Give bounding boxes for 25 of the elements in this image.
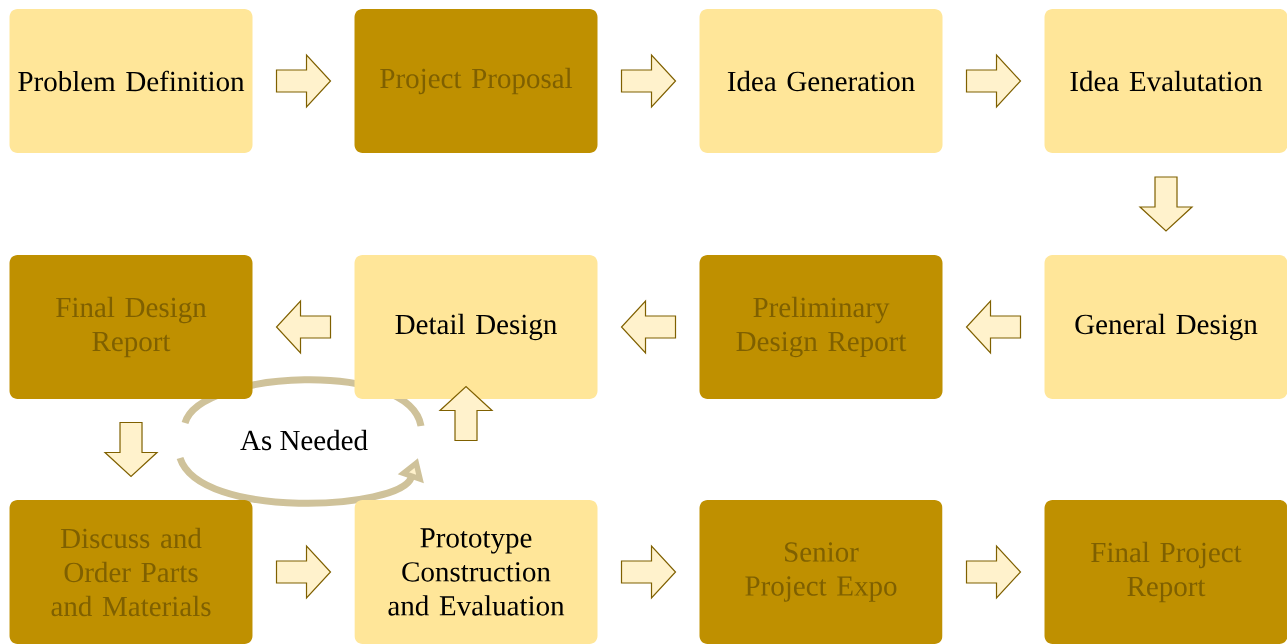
block-arrow xyxy=(275,299,332,355)
block-arrow xyxy=(620,299,677,355)
process-box: Idea Evalutation xyxy=(1044,9,1287,153)
block-arrow xyxy=(438,385,494,442)
process-box: Project Proposal xyxy=(354,9,598,153)
process-box: Senior Project Expo xyxy=(699,500,943,644)
process-box: Detail Design xyxy=(354,255,598,399)
process-box: Final Project Report xyxy=(1044,500,1287,644)
block-arrow xyxy=(275,53,332,109)
process-box: Problem Definition xyxy=(9,9,253,153)
block-arrow xyxy=(1138,176,1194,232)
block-arrow xyxy=(620,544,677,600)
block-arrow xyxy=(965,299,1022,355)
process-box: Preliminary Design Report xyxy=(699,255,943,399)
block-arrow xyxy=(275,544,332,600)
block-arrow xyxy=(103,421,159,478)
process-box: Discuss and Order Parts and Materials xyxy=(9,500,253,644)
block-arrow xyxy=(620,53,677,109)
process-box: Final Design Report xyxy=(9,255,253,399)
block-arrow xyxy=(965,544,1022,600)
process-box: Idea Generation xyxy=(699,9,943,153)
block-arrow xyxy=(965,53,1022,109)
process-box: General Design xyxy=(1044,255,1287,399)
process-box: Prototype Construction and Evaluation xyxy=(354,500,598,644)
cycle-label: As Needed xyxy=(240,429,368,451)
